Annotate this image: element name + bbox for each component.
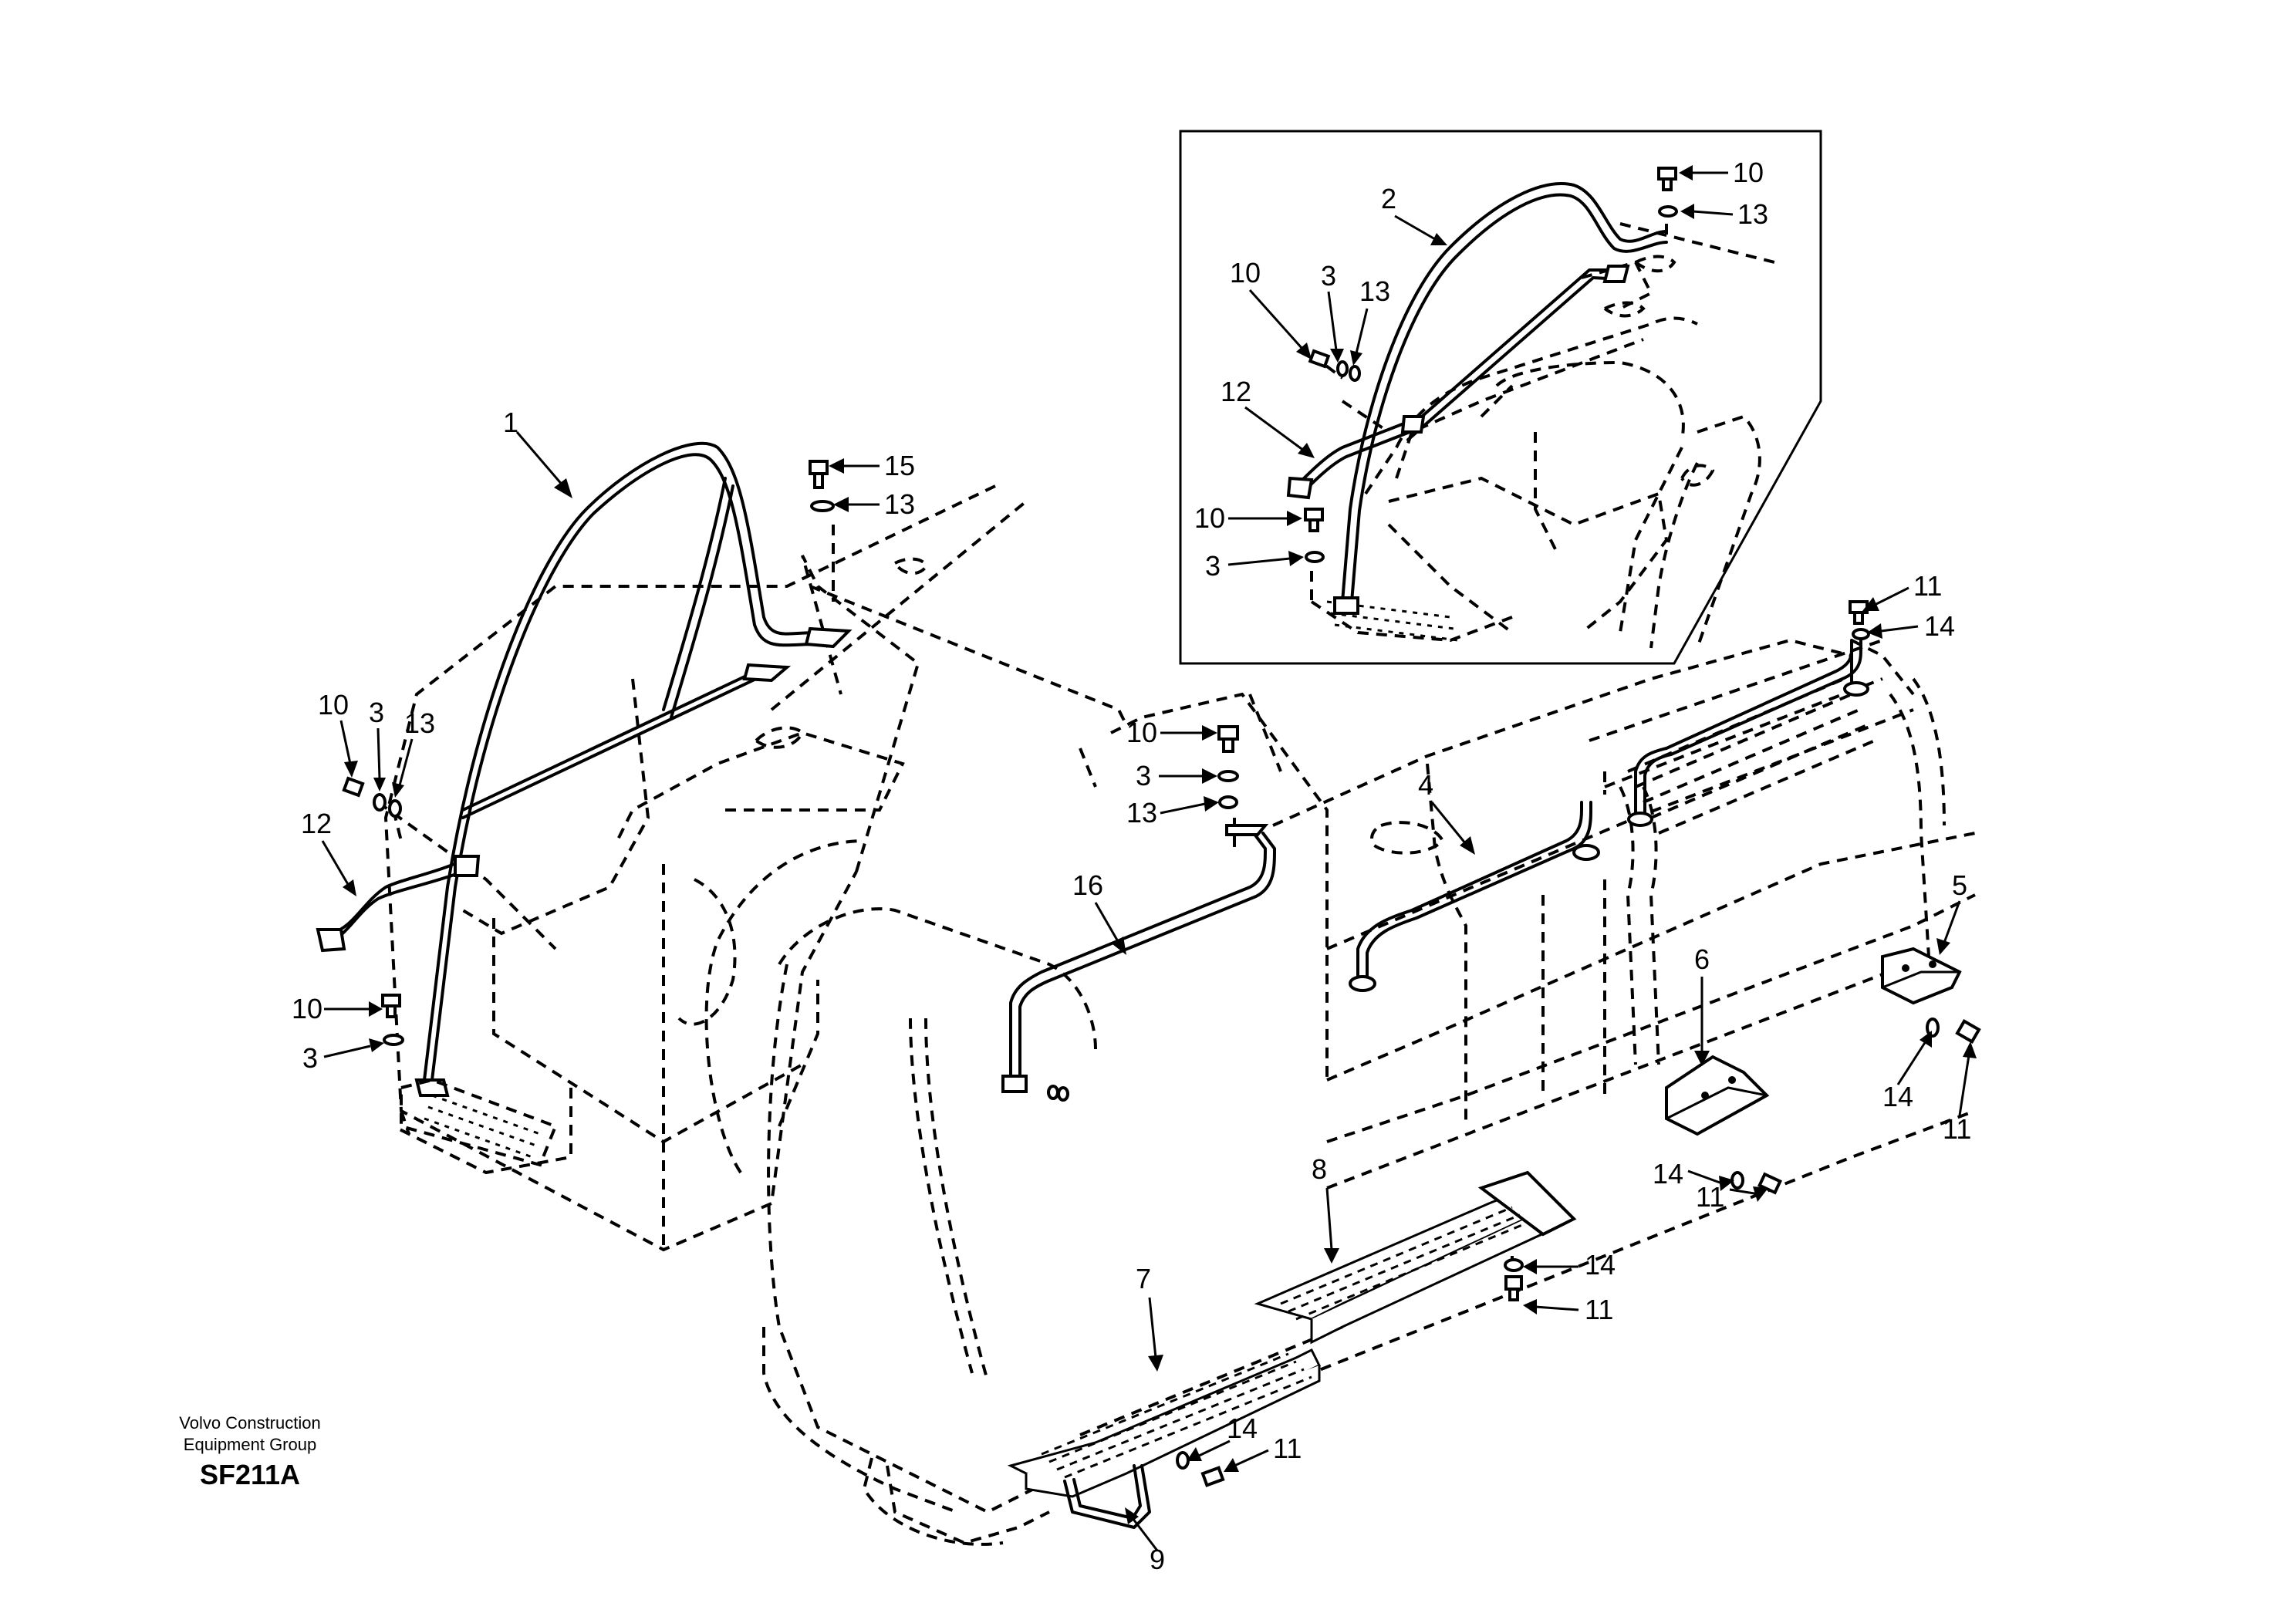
drawing-code: SF211A [200, 1459, 300, 1490]
callout-4: 4 [1418, 769, 1433, 801]
callout-11c: 11 [1696, 1181, 1724, 1213]
bracket-5 [1881, 947, 1962, 1005]
callout-3c: 3 [1136, 760, 1151, 791]
inset-callout-12: 12 [1221, 376, 1251, 407]
grab-rail-1 [414, 441, 853, 1097]
callout-13b: 13 [404, 707, 435, 739]
step-8-tread-holes [1280, 1206, 1528, 1321]
inset-callout-3b: 3 [1205, 550, 1221, 582]
inset-callout-10b: 10 [1230, 257, 1261, 289]
fasteners-main [342, 460, 1981, 1487]
callout-10c: 10 [1126, 717, 1157, 748]
callout-7: 7 [1136, 1263, 1151, 1294]
bracket-6 [1665, 1055, 1770, 1136]
callout-3a: 3 [369, 697, 384, 728]
callout-14b: 14 [1882, 1081, 1913, 1112]
callout-13a: 13 [884, 488, 915, 520]
callout-11a: 11 [1913, 570, 1942, 602]
callout-15: 15 [884, 450, 915, 481]
step-7 [1007, 1348, 1322, 1498]
callout-6: 6 [1694, 943, 1710, 975]
cab-outline [376, 484, 1976, 1546]
callout-14d: 14 [1585, 1249, 1616, 1281]
callouts-main: 1 15 13 10 3 13 12 10 3 10 3 13 [292, 407, 1977, 1575]
callout-1: 1 [503, 407, 518, 438]
callout-14a: 14 [1924, 610, 1955, 642]
roof-rail [1627, 639, 1869, 827]
callout-10b: 10 [292, 993, 322, 1024]
handrail-4 [1349, 801, 1600, 992]
inset-callout-13b: 13 [1359, 275, 1390, 307]
inset-callout-3a: 3 [1321, 260, 1336, 292]
callout-14e: 14 [1227, 1412, 1258, 1444]
callout-8: 8 [1312, 1153, 1327, 1185]
callout-12: 12 [301, 808, 332, 839]
inset-callout-13a: 13 [1737, 198, 1768, 230]
company-line-2: Equipment Group [184, 1435, 316, 1454]
callout-3b: 3 [302, 1042, 318, 1074]
callout-9: 9 [1150, 1544, 1165, 1575]
callout-14c: 14 [1653, 1158, 1683, 1190]
footer-block: Volvo Construction Equipment Group SF211… [179, 1413, 320, 1490]
callout-10a: 10 [318, 689, 349, 721]
callout-11e: 11 [1273, 1433, 1302, 1464]
callout-11b: 11 [1943, 1113, 1971, 1145]
inset-callout-10a: 10 [1733, 157, 1764, 188]
handrail-16 [1001, 824, 1276, 1093]
inset-view: 2 10 13 10 3 13 12 10 3 [1179, 130, 1822, 665]
company-line-1: Volvo Construction [179, 1413, 320, 1433]
left-step [400, 1078, 558, 1167]
callout-5: 5 [1952, 869, 1967, 901]
callout-11d: 11 [1585, 1294, 1613, 1325]
callout-13c: 13 [1126, 797, 1157, 829]
step-7-tread-holes [1041, 1352, 1312, 1479]
step-8 [1254, 1170, 1577, 1345]
inset-callout-10c: 10 [1194, 502, 1225, 534]
handrail-12-main [316, 855, 481, 953]
inset-callout-2: 2 [1381, 183, 1396, 214]
callout-16: 16 [1072, 869, 1103, 901]
